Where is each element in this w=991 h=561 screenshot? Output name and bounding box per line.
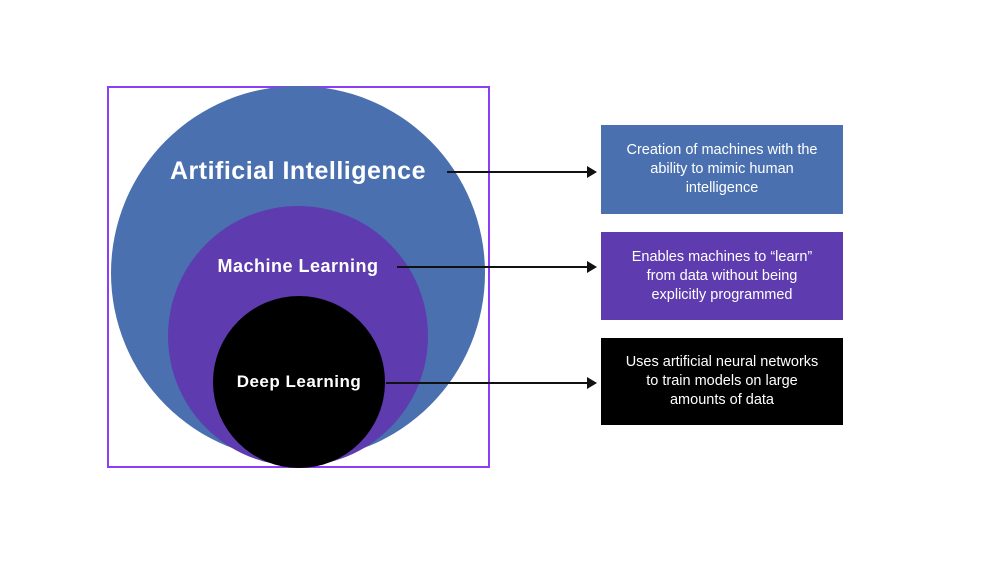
callout-deep-learning: Uses artificial neural networks to train… [601, 338, 843, 425]
callout-machine-learning: Enables machines to “learn” from data wi… [601, 232, 843, 320]
arrow-machine-learning [397, 261, 597, 273]
arrowhead-icon [587, 261, 597, 273]
label-deep-learning: Deep Learning [236, 372, 362, 391]
circle-deep-learning [213, 296, 385, 468]
arrowhead-icon [587, 166, 597, 178]
callout-artificial-intelligence: Creation of machines with the ability to… [601, 125, 843, 214]
label-artificial-intelligence: Artificial Intelligence [169, 157, 426, 185]
arrowhead-icon [587, 377, 597, 389]
arrow-artificial-intelligence [447, 166, 597, 178]
arrow-deep-learning [386, 377, 597, 389]
label-machine-learning: Machine Learning [217, 256, 379, 276]
